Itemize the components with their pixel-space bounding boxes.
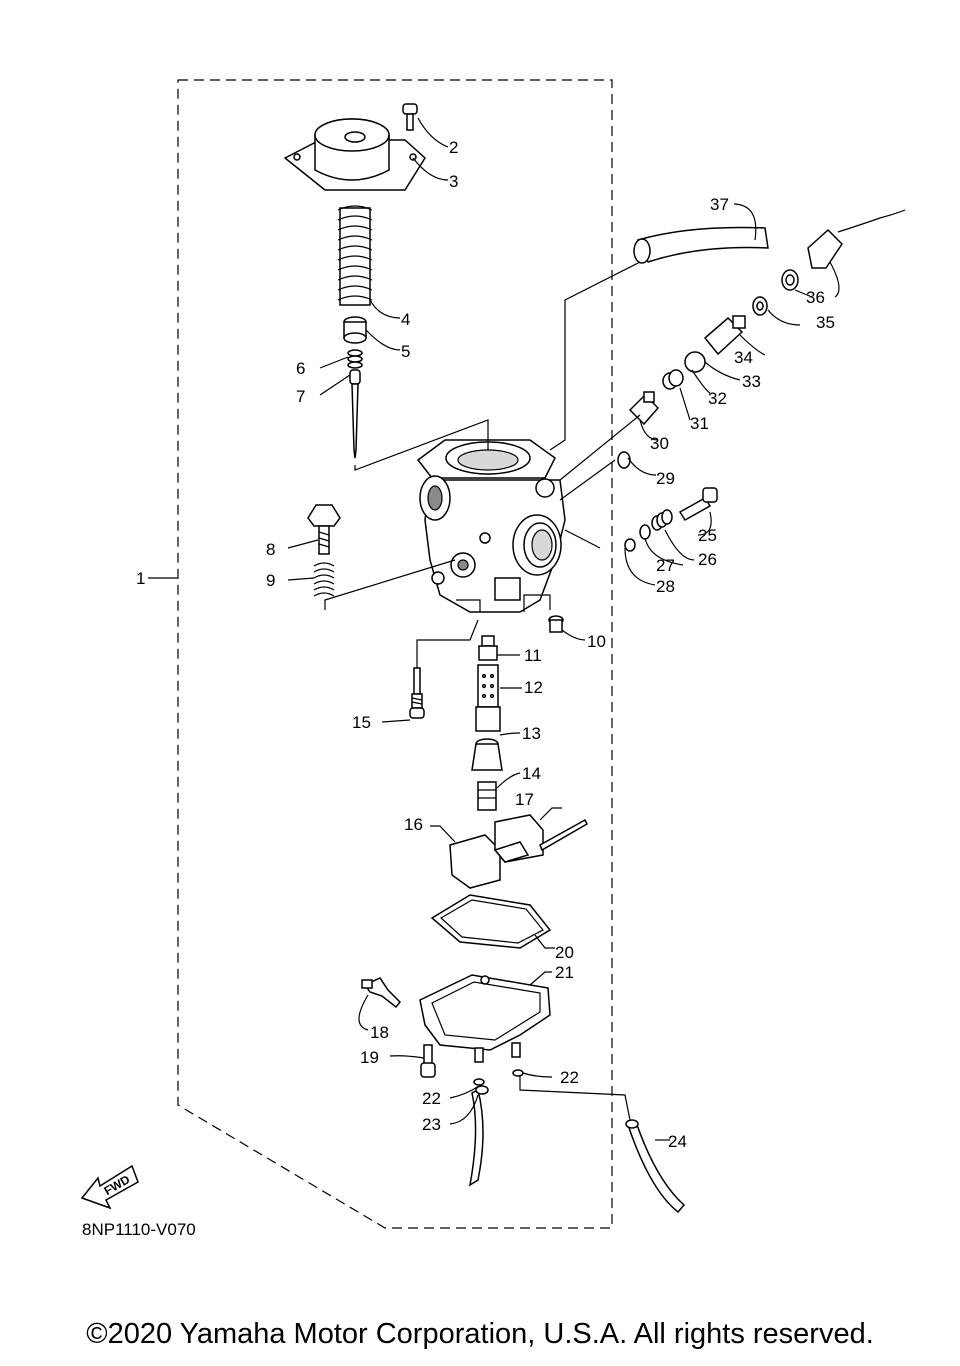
part-number-label: 28 xyxy=(656,577,675,596)
part-number-label: 7 xyxy=(296,387,305,406)
part-number-label: 25 xyxy=(698,526,717,545)
assembly-boundary xyxy=(177,79,613,1229)
part-screw-2 xyxy=(402,103,418,131)
part-number-label: 31 xyxy=(690,414,709,433)
part-number-label: 35 xyxy=(816,313,835,332)
part-ring-32 xyxy=(684,351,706,373)
part-hose-37 xyxy=(633,226,769,264)
part-number-label: 23 xyxy=(422,1115,441,1134)
part-number-label: 34 xyxy=(734,348,753,367)
part-jet-11 xyxy=(478,635,498,661)
part-clip-6 xyxy=(347,349,363,369)
part-number-label: 12 xyxy=(524,678,543,697)
part-number-label: 32 xyxy=(708,389,727,408)
part-carburetor-body xyxy=(416,439,566,613)
copyright-notice: ©2020 Yamaha Motor Corporation, U.S.A. A… xyxy=(86,1318,874,1350)
part-number-label: 29 xyxy=(656,469,675,488)
leader-lines xyxy=(148,117,840,1141)
part-number-label: 36 xyxy=(806,288,825,307)
part-plunger-33 xyxy=(703,315,746,356)
part-labels: 1 2 3 4 5 6 7 8 9 10 11 12 13 14 15 16 1… xyxy=(136,138,835,1151)
part-washer-35 xyxy=(781,269,799,291)
part-spring-31 xyxy=(662,369,684,390)
part-number-label: 21 xyxy=(555,963,574,982)
part-number-label: 37 xyxy=(710,195,729,214)
part-number-label: 20 xyxy=(555,943,574,962)
part-hose-24 xyxy=(625,1119,686,1214)
part-holder-5 xyxy=(343,316,367,344)
part-number-label: 30 xyxy=(650,434,669,453)
part-cover-3 xyxy=(283,118,426,191)
part-number-label: 33 xyxy=(742,372,761,391)
part-number-label: 2 xyxy=(449,138,458,157)
part-spring-9 xyxy=(313,562,335,597)
part-screw-15 xyxy=(409,667,425,719)
part-number-label: 1 xyxy=(136,569,145,588)
part-jet-14 xyxy=(477,781,497,811)
part-cap-36 xyxy=(807,209,906,269)
part-screw-18 xyxy=(361,977,402,1009)
part-screw-19 xyxy=(420,1044,436,1078)
part-screw-10 xyxy=(548,615,564,633)
part-hose-23 xyxy=(468,1085,489,1187)
part-number-label: 15 xyxy=(352,713,371,732)
part-number-label: 18 xyxy=(370,1023,389,1042)
part-number-label: 9 xyxy=(266,571,275,590)
part-screw-25 xyxy=(678,487,718,522)
part-spring-26 xyxy=(651,509,673,531)
part-float-chamber-21 xyxy=(419,974,551,1063)
part-number-label: 22 xyxy=(560,1068,579,1087)
part-number-label: 14 xyxy=(522,764,541,783)
part-cap-29 xyxy=(617,451,631,469)
part-number-label: 27 xyxy=(656,556,675,575)
part-nozzle-12 xyxy=(475,664,501,732)
part-number-label: 24 xyxy=(668,1132,687,1151)
part-number-label: 16 xyxy=(404,815,423,834)
part-clip-22 xyxy=(473,1069,524,1086)
part-number-label: 6 xyxy=(296,359,305,378)
part-ring-28 xyxy=(624,538,636,552)
part-washer-27 xyxy=(639,524,651,540)
part-number-label: 8 xyxy=(266,540,275,559)
part-number-label: 10 xyxy=(587,632,606,651)
part-number-label: 11 xyxy=(524,646,542,665)
part-number-label: 22 xyxy=(422,1089,441,1108)
part-number-label: 19 xyxy=(360,1048,379,1067)
part-number-label: 17 xyxy=(515,790,534,809)
part-number-label: 4 xyxy=(401,310,410,329)
part-spring-4 xyxy=(337,205,373,306)
part-holder-13 xyxy=(471,738,503,771)
part-number-label: 13 xyxy=(522,724,541,743)
fwd-arrow-icon: FWD xyxy=(80,1164,139,1210)
part-needle-7 xyxy=(349,369,361,459)
part-gasket-20 xyxy=(430,894,552,949)
part-number-label: 26 xyxy=(698,550,717,569)
part-screw-8 xyxy=(307,504,341,555)
part-number-label: 3 xyxy=(449,172,458,191)
part-number-label: 5 xyxy=(401,342,410,361)
part-float-16 xyxy=(449,814,544,889)
drawing-code: 8NP1110-V070 xyxy=(82,1220,196,1239)
part-rod-17 xyxy=(539,818,588,852)
part-washer-34 xyxy=(752,296,768,316)
